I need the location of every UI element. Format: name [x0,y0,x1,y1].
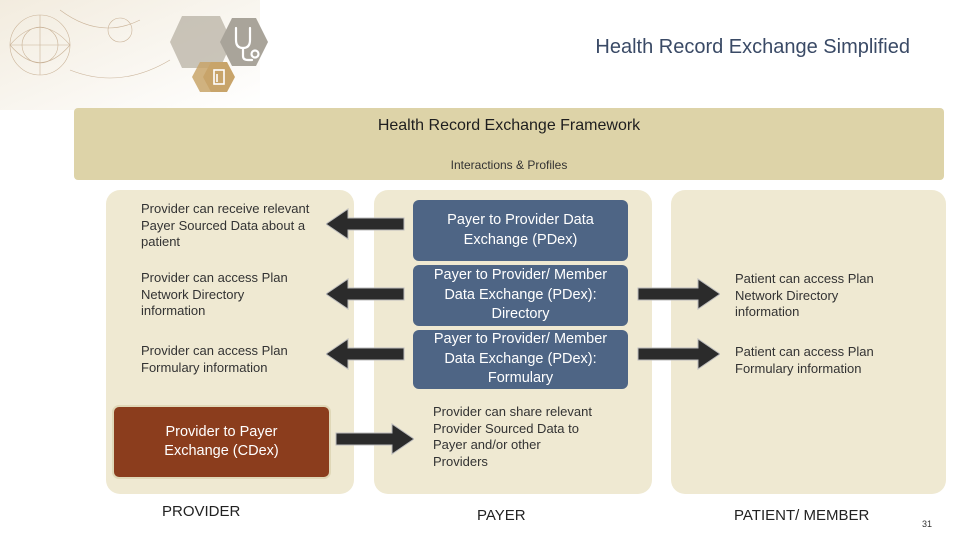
slide-title: Health Record Exchange Simplified [470,36,910,59]
pdex-directory-box-label: Payer to Provider/ Member Data Exchange … [418,266,623,325]
pdex-box: Payer to Provider Data Exchange (PDex) [413,200,628,261]
arrow-right-icon [334,422,414,456]
framework-title: Health Record Exchange Framework [74,117,944,135]
cdex-box-label: Provider to Payer Exchange (CDex) [147,423,297,462]
pdex-formulary-box: Payer to Provider/ Member Data Exchange … [413,330,628,389]
arrow-right-icon [636,337,720,371]
provider-label: PROVIDER [162,503,240,520]
pdex-directory-box: Payer to Provider/ Member Data Exchange … [413,265,628,326]
arrow-right-icon [636,277,720,311]
payer-label: PAYER [477,507,526,524]
cdex-box: Provider to Payer Exchange (CDex) [114,407,329,477]
payer-share-text: Provider can share relevant Provider Sou… [433,404,593,470]
arrow-left-icon [326,337,406,371]
stethoscope-icon [218,16,270,68]
arrow-left-icon [326,207,406,241]
provider-item-payer-data: Provider can receive relevant Payer Sour… [141,201,311,251]
provider-item-formulary: Provider can access Plan Formulary infor… [141,343,311,376]
pdex-formulary-box-label: Payer to Provider/ Member Data Exchange … [418,330,623,389]
patient-label: PATIENT/ MEMBER [734,507,869,524]
framework-subtitle: Interactions & Profiles [74,158,944,172]
patient-item-directory: Patient can access Plan Network Director… [735,271,900,321]
patient-item-formulary: Patient can access Plan Formulary inform… [735,344,900,377]
arrow-left-icon [326,277,406,311]
page-number: 31 [922,519,932,529]
pdex-box-label: Payer to Provider Data Exchange (PDex) [431,211,611,250]
clipboard-icon [203,62,235,92]
provider-item-directory: Provider can access Plan Network Directo… [141,270,311,320]
